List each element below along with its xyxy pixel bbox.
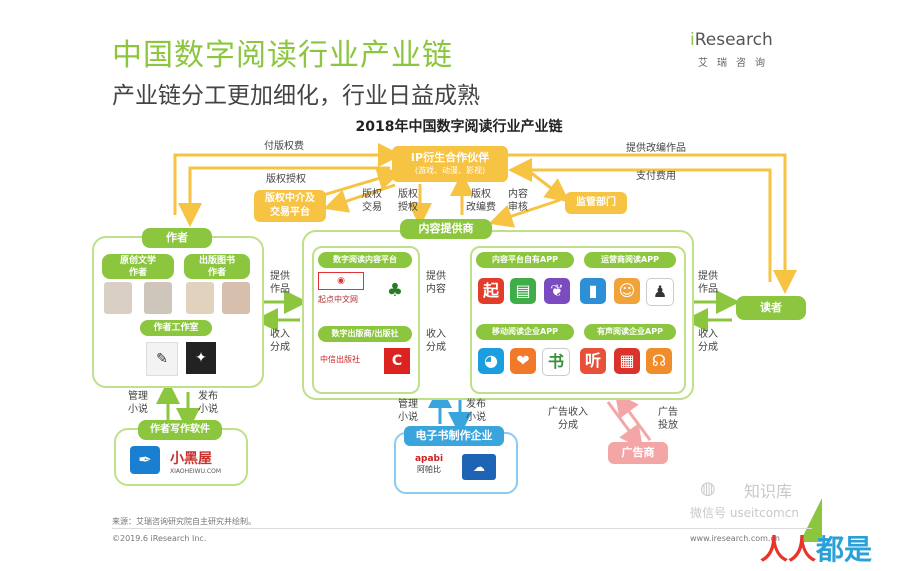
tree-logo-icon: ♣ — [386, 280, 404, 301]
copyright-agency-line1: 版权中介及 — [265, 193, 315, 204]
diagram-title: 2018年中国数字阅读行业产业链 — [355, 119, 563, 135]
digital-reading-platform-label: 数字阅读内容平台 — [318, 252, 412, 268]
edge-ad-placement: 广告投放 — [658, 407, 678, 431]
edge-provide-adapted: 提供改编作品 — [626, 143, 686, 154]
qi-app-icon: 起 — [478, 278, 504, 304]
radio-app-icon: ▦ — [614, 348, 640, 374]
logo-subtext: 艾瑞咨询 — [698, 58, 774, 69]
audio-app-label: 有声阅读企业APP — [584, 324, 676, 340]
edge-manage-novel-2: 管理小说 — [398, 399, 418, 423]
headphone-app-icon: ☊ — [646, 348, 672, 374]
edge-revenue-share-3: 收入分成 — [698, 329, 718, 353]
edge-revenue-share-1: 收入分成 — [270, 329, 290, 353]
page-title: 中国数字阅读行业产业链 — [112, 38, 453, 73]
ebook-maker-title: 电子书制作企业 — [404, 426, 504, 446]
corner-triangle-icon — [800, 498, 822, 542]
logo-i: i — [690, 30, 695, 50]
ip-partner-sub: (游戏、动漫、影视) — [414, 166, 486, 175]
ting-app-icon: 听 — [580, 348, 606, 374]
license-fee-arrow — [173, 143, 402, 215]
footer-copyright: ©2019.6 iResearch Inc. — [112, 534, 207, 543]
ip-partner-box: IP衍生合作伙伴 (游戏、动漫、影视) — [392, 146, 508, 182]
shu-app-icon: 书 — [542, 348, 570, 376]
logo-text: Research — [694, 30, 773, 50]
zhongxin-logo: 中信出版社 — [320, 355, 360, 364]
watermark-wx-name: 知识库 — [744, 482, 793, 501]
edge-adapt: 版权改编费 — [466, 189, 496, 213]
published-book-author: 出版图书作者 — [184, 254, 250, 279]
edge-manage-novel: 管理小说 — [128, 391, 148, 415]
xiaoheiwu-url: XIAOHEIWU.COM — [170, 468, 221, 475]
platform-logo-1: ◉ — [318, 272, 364, 290]
footer-divider — [112, 528, 812, 529]
author-photo-3 — [186, 282, 214, 314]
butterfly-app-icon: ❦ — [544, 278, 570, 304]
apabi-logo: apabi 阿帕比 — [414, 454, 444, 474]
author-photo-1 — [104, 282, 132, 314]
edge-ad-revenue: 广告收入分成 — [548, 407, 588, 431]
content-platform-app-label: 内容平台自有APP — [476, 252, 574, 268]
wechat-icon: ◍ — [700, 478, 716, 499]
copyright-agency-line2: 交易平台 — [270, 207, 310, 218]
operator-app-label: 运营商阅读APP — [584, 252, 676, 268]
ip-partner-label: IP衍生合作伙伴 — [410, 151, 490, 164]
author-photo-4 — [222, 282, 250, 314]
original-lit-author: 原创文学作者 — [102, 254, 174, 279]
edge-trade: 版权交易 — [362, 189, 382, 213]
edge-publish-novel-2: 发布小说 — [466, 399, 486, 423]
watermark-wx-id: 微信号 useitcomcn — [690, 506, 799, 520]
writing-software-title: 作者写作软件 — [138, 420, 222, 440]
advertiser-box: 广告商 — [608, 442, 668, 464]
edge-provide-works-1: 提供作品 — [270, 271, 290, 295]
person-app-icon: ♟ — [646, 278, 674, 306]
pay-fee-arrow — [508, 158, 772, 282]
edge-publish-novel: 发布小说 — [198, 391, 218, 415]
flame-app-icon: ❤ — [510, 348, 536, 374]
edge-auth: 版权授权 — [398, 189, 418, 213]
c-logo-icon: C — [384, 348, 410, 374]
edge-license-auth: 版权授权 — [266, 174, 306, 185]
provide-adapted-arrow — [508, 153, 797, 294]
author-title: 作者 — [142, 228, 212, 248]
copyright-agency-box: 版权中介及 交易平台 — [254, 190, 326, 222]
footer-source: 来源：艾瑞咨询研究院自主研究并绘制。 — [112, 517, 256, 526]
regulator-box: 监管部门 — [565, 192, 627, 214]
author-photo-2 — [144, 282, 172, 314]
penguin-app-icon: ◕ — [478, 348, 504, 374]
qidian-logo: 起点中文网 — [318, 295, 358, 304]
edge-revenue-share-2: 收入分成 — [426, 329, 446, 353]
edge-pay-fee: 支付费用 — [636, 171, 676, 182]
cloud-logo-icon: ☁ — [462, 454, 496, 480]
xiaoheiwu-logo: 小黑屋 — [170, 451, 212, 467]
author-studio: 作者工作室 — [140, 320, 212, 336]
reader-box: 读者 — [736, 296, 806, 320]
edge-review: 内容审核 — [508, 189, 528, 213]
book-app-icon: ▤ — [510, 278, 536, 304]
pen-app-icon: ✒ — [130, 446, 160, 474]
content-provider-title: 内容提供商 — [400, 219, 492, 239]
blue-book-app-icon: ▮ — [580, 278, 606, 304]
footer-url: www.iresearch.com.cn — [690, 534, 780, 543]
brand-watermark: 人人都是 — [760, 533, 873, 566]
page-subtitle: 产业链分工更加细化，行业日益成熟 — [112, 83, 480, 109]
edge-license-fee: 付版权费 — [264, 141, 304, 152]
edge-provide-content: 提供内容 — [426, 271, 446, 295]
orange-app-icon: ☺ — [614, 278, 640, 304]
license-auth-arrow — [178, 166, 390, 227]
studio-logo-1: ✎ — [146, 342, 178, 376]
studio-logo-2: ✦ — [186, 342, 216, 374]
mobile-app-label: 移动阅读企业APP — [476, 324, 574, 340]
edge-provide-works-2: 提供作品 — [698, 271, 718, 295]
digital-publisher-label: 数字出版商/出版社 — [318, 326, 412, 342]
iresearch-logo: iResearch 艾瑞咨询 — [690, 26, 785, 69]
